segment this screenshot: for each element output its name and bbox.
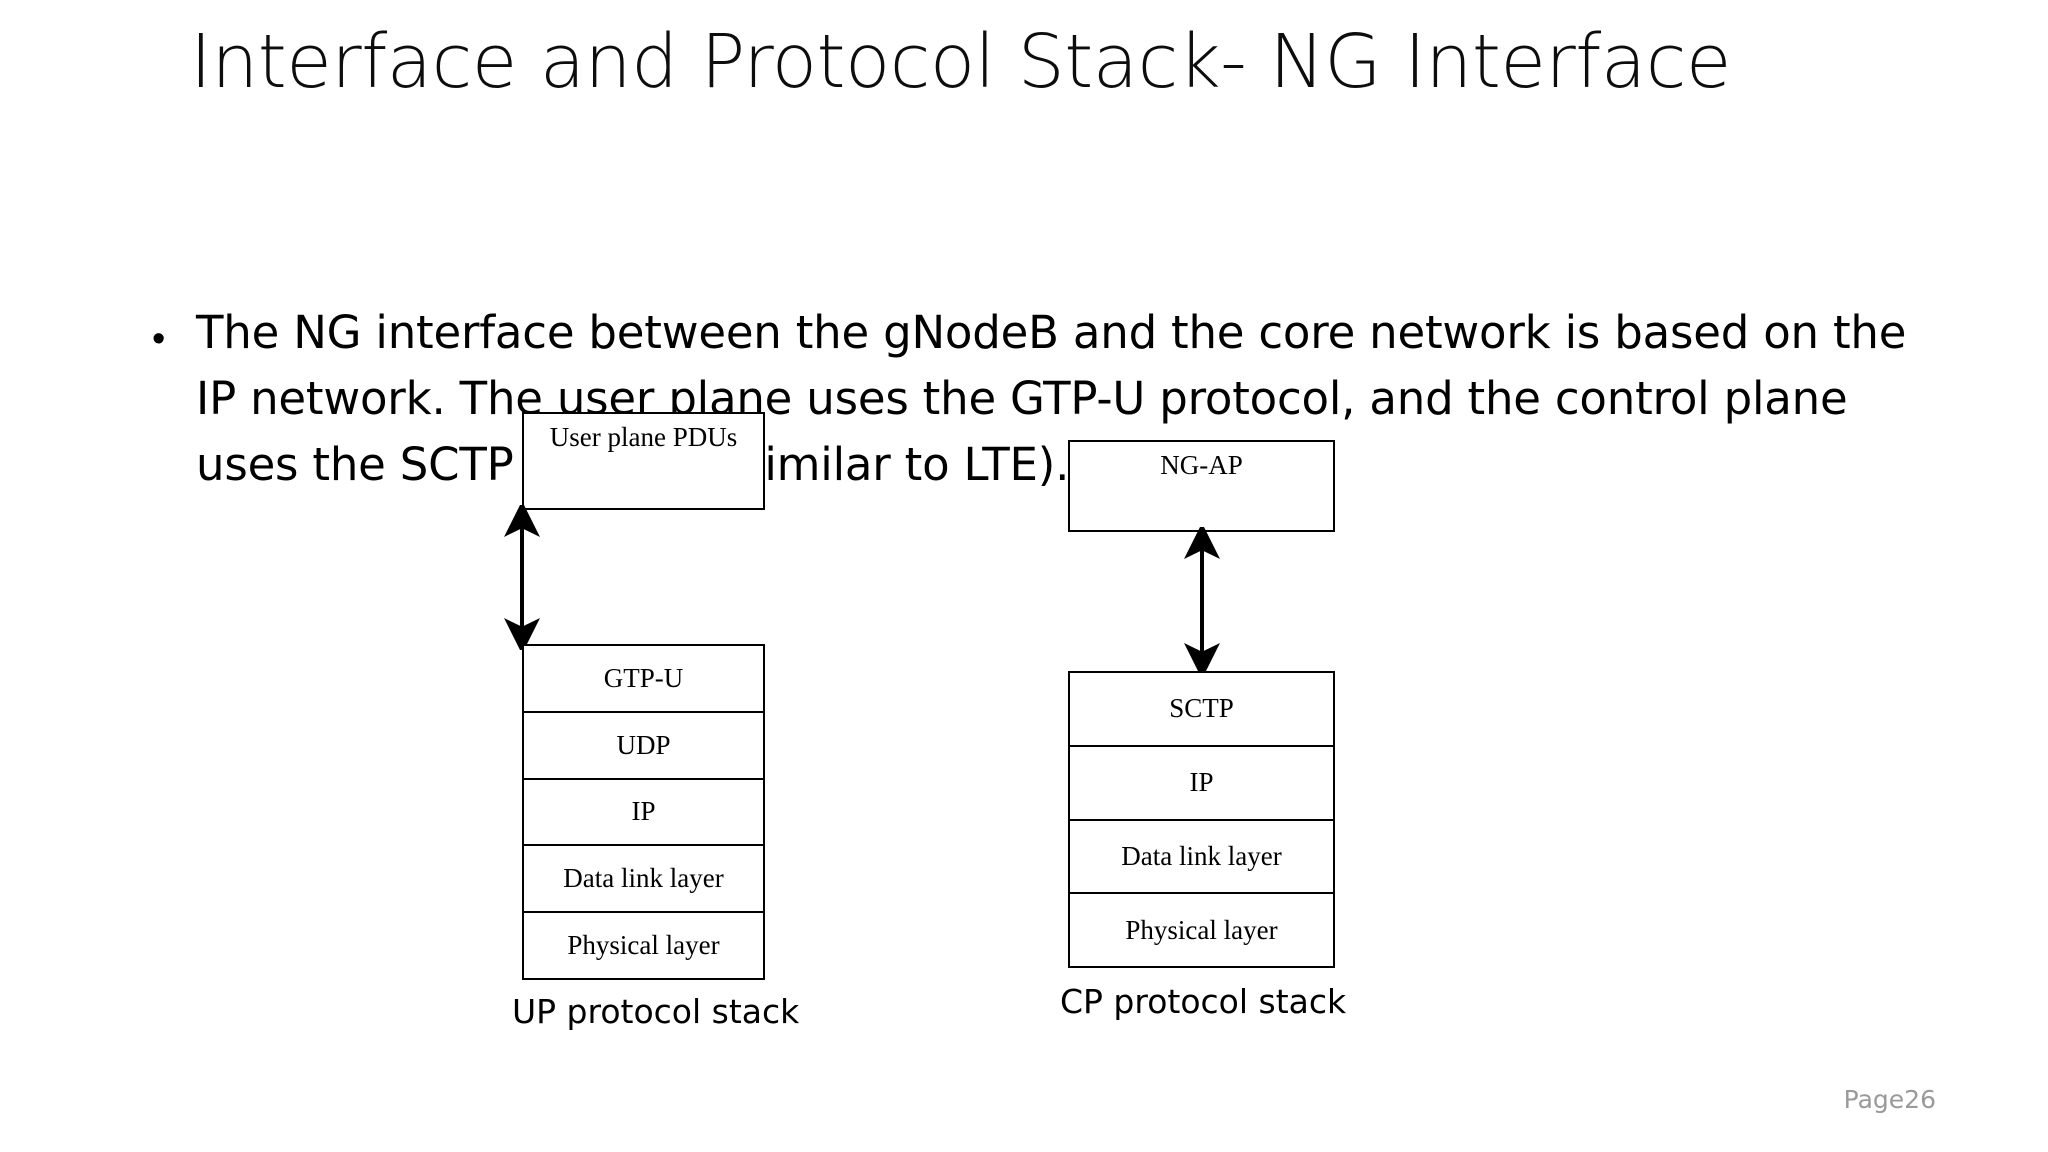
cp-layer-3: Physical layer <box>1070 894 1333 966</box>
cp-protocol-stack: SCTP IP Data link layer Physical layer <box>1068 671 1335 968</box>
up-layer-1: UDP <box>524 712 763 780</box>
up-layer-0: GTP-U <box>524 646 763 713</box>
cp-double-arrow-icon <box>1184 527 1220 675</box>
up-layer-4: Physical layer <box>524 913 763 978</box>
up-protocol-stack: GTP-U UDP IP Data link layer Physical la… <box>522 644 765 980</box>
cp-stack-caption: CP protocol stack <box>1060 982 1347 1021</box>
bullet-marker-icon: • <box>152 318 166 360</box>
body-content: • The NG interface between the gNodeB an… <box>152 300 1912 498</box>
up-layer-2: IP <box>524 779 763 847</box>
page-title: Interface and Protocol Stack- NG Interfa… <box>190 19 1731 105</box>
cp-layer-1: IP <box>1070 746 1333 821</box>
page-number-label: Page26 <box>1843 1085 1936 1114</box>
cp-layer-0: SCTP <box>1070 673 1333 747</box>
bullet-list-item: • The NG interface between the gNodeB an… <box>152 300 1912 498</box>
cp-top-box-ng-ap: NG-AP <box>1068 440 1335 532</box>
bullet-paragraph-text: The NG interface between the gNodeB and … <box>196 306 1907 491</box>
up-stack-caption: UP protocol stack <box>512 992 800 1031</box>
cp-layer-2: Data link layer <box>1070 820 1333 895</box>
up-top-box-user-plane-pdus: User plane PDUs <box>522 412 765 510</box>
up-layer-3: Data link layer <box>524 846 763 914</box>
up-double-arrow-icon <box>504 505 540 650</box>
